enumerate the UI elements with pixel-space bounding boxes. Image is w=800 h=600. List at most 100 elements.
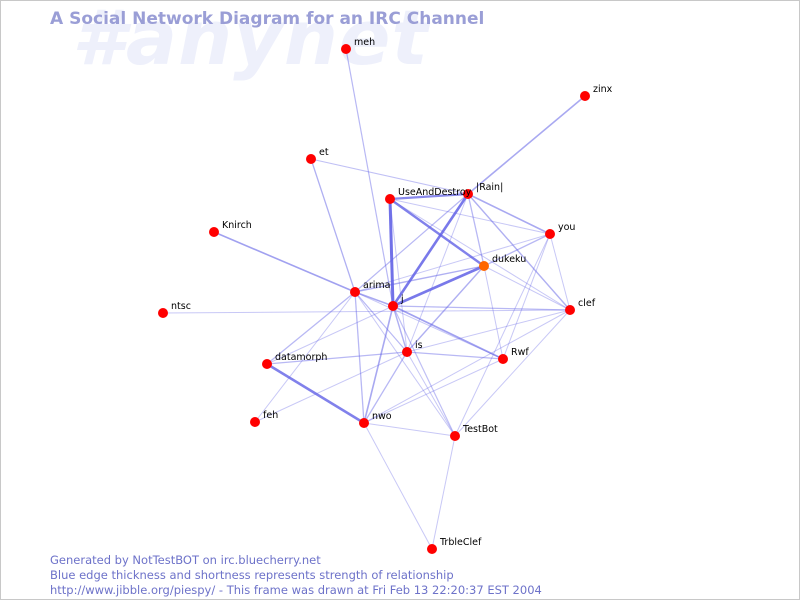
edge-rain-j — [391, 193, 470, 307]
edge-dukeku-is — [406, 265, 485, 353]
node-label-rwf: Rwf — [511, 347, 529, 358]
edge-you-testbot — [454, 233, 551, 437]
edge-rain-dukeku — [467, 193, 485, 267]
edge-arima-testbot — [354, 291, 456, 437]
edge-you-dukeku — [483, 233, 551, 267]
node-trbleclef: TrbleClef — [427, 537, 482, 554]
node-dot-ntsc — [158, 308, 168, 318]
node-dot-useanddestroy — [385, 194, 395, 204]
edge-arima-feh — [254, 291, 356, 423]
node-dot-you — [545, 229, 555, 239]
node-zinx: zinx — [580, 84, 613, 101]
node-label-zinx: zinx — [593, 84, 613, 95]
diagram-title: A Social Network Diagram for an IRC Chan… — [50, 9, 485, 29]
edge-you-clef — [549, 233, 571, 311]
edge-dukeku-rwf — [483, 265, 504, 360]
node-dukeku: dukeku — [479, 254, 526, 271]
edge-arima-datamorph — [266, 291, 356, 365]
node-dot-testbot — [450, 431, 460, 441]
node-is: is — [402, 340, 423, 357]
edge-useanddestroy-clef — [389, 198, 571, 311]
node-arima: arima — [350, 280, 390, 297]
channel-watermark: #anynet — [72, 0, 429, 82]
edge-is-testbot — [406, 351, 456, 437]
edge-j-clef — [392, 305, 571, 311]
node-knirch: Knirch — [209, 220, 252, 237]
node-label-rain: |Rain| — [476, 182, 503, 193]
node-dot-knirch — [209, 227, 219, 237]
edge-testbot-trbleclef — [431, 435, 456, 550]
node-clef: clef — [565, 298, 596, 315]
node-dot-nwo — [359, 418, 369, 428]
node-label-dukeku: dukeku — [492, 254, 526, 265]
edge-is-rwf — [406, 351, 504, 360]
node-dot-arima — [350, 287, 360, 297]
node-label-meh: meh — [354, 37, 375, 48]
node-meh: meh — [341, 37, 375, 54]
edge-is-nwo — [363, 351, 408, 424]
node-label-ntsc: ntsc — [171, 301, 191, 312]
edge-you-arima — [354, 233, 551, 293]
node-dot-meh — [341, 44, 351, 54]
edge-useanddestroy-you — [389, 198, 551, 235]
node-label-is: is — [415, 340, 423, 351]
edge-clef-nwo — [363, 309, 571, 424]
edge-is-feh — [254, 351, 408, 423]
edge-useanddestroy-j — [388, 198, 395, 307]
edge-j-rwf — [392, 305, 504, 360]
node-j: j — [388, 294, 404, 311]
node-datamorph: datamorph — [262, 352, 327, 369]
node-label-you: you — [558, 222, 575, 233]
edge-useanddestroy-dukeku — [389, 198, 485, 267]
node-useanddestroy: UseAndDestroy — [385, 187, 472, 204]
edge-useanddestroy-is — [389, 198, 408, 353]
node-layer: mehzinxet|Rain|UseAndDestroyyouKnirchduk… — [158, 37, 613, 554]
edge-datamorph-nwo — [266, 362, 365, 425]
edge-rain-clef — [467, 193, 571, 311]
edge-you-rwf — [502, 233, 551, 360]
node-dot-dukeku — [479, 261, 489, 271]
node-dot-j — [388, 301, 398, 311]
edge-arima-j — [354, 291, 394, 307]
node-you: you — [545, 222, 575, 239]
edge-knirch-arima — [213, 231, 356, 293]
node-dot-rwf — [498, 354, 508, 364]
node-dot-rain — [463, 189, 473, 199]
node-label-knirch: Knirch — [222, 220, 252, 231]
node-testbot: TestBot — [450, 424, 498, 441]
node-label-testbot: TestBot — [462, 424, 498, 435]
edge-zinx-rain — [467, 95, 586, 195]
footer: Generated by NotTestBOT on irc.bluecherr… — [50, 553, 542, 598]
node-ntsc: ntsc — [158, 301, 191, 318]
edge-rain-is — [406, 193, 469, 353]
edge-rain-arima — [354, 193, 469, 293]
node-label-clef: clef — [578, 298, 596, 309]
edge-dukeku-j — [392, 264, 485, 308]
node-label-j: j — [400, 294, 404, 305]
edge-j-is — [392, 305, 408, 353]
node-label-datamorph: datamorph — [275, 352, 327, 363]
node-dot-et — [306, 154, 316, 164]
node-label-arima: arima — [363, 280, 390, 291]
edge-dukeku-arima — [354, 265, 485, 293]
edge-arima-is — [354, 291, 408, 353]
edge-clef-is — [406, 309, 571, 353]
node-rain: |Rain| — [463, 182, 503, 199]
node-label-nwo: nwo — [372, 411, 392, 422]
node-label-trbleclef: TrbleClef — [439, 537, 482, 548]
edge-et-arima — [310, 158, 356, 293]
edge-nwo-testbot — [363, 422, 456, 437]
node-dot-zinx — [580, 91, 590, 101]
edge-nwo-trbleclef — [363, 422, 433, 550]
edge-nwo-rwf — [363, 358, 504, 424]
edge-j-datamorph — [266, 305, 394, 365]
node-dot-is — [402, 347, 412, 357]
edge-layer — [162, 48, 586, 550]
footer-generated-by: Generated by NotTestBOT on irc.bluecherr… — [50, 553, 321, 567]
node-dot-datamorph — [262, 359, 272, 369]
node-feh: feh — [250, 410, 278, 427]
edge-j-testbot — [392, 305, 456, 437]
node-dot-clef — [565, 305, 575, 315]
edge-useanddestroy-rain — [389, 192, 469, 201]
